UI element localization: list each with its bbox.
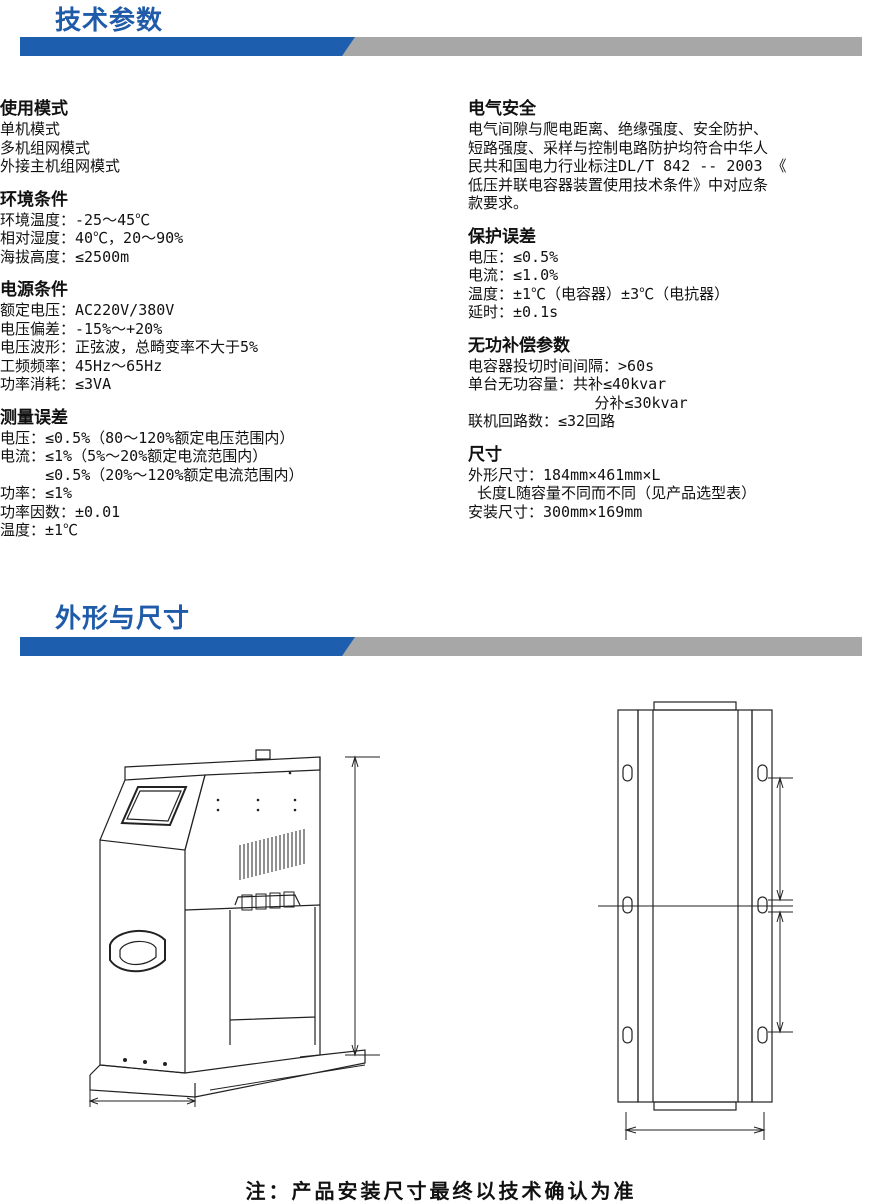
text-line: 安装尺寸：300mm×169mm (468, 502, 643, 521)
text-line: 分补≤30kvar (468, 393, 688, 412)
group-heading: 保护误差 (468, 226, 536, 247)
group-dimensions: 尺寸 外形尺寸：184mm×461mm×L 长度L随容量不同而不同（见产品选型表… (468, 445, 878, 522)
group-power-supply: 电源条件 额定电压：AC220V/380V 电压偏差：-15%～+20% 电压波… (0, 280, 440, 394)
group-heading: 电源条件 (0, 280, 68, 300)
group-measurement-error: 测量误差 电压：≤0.5%（80～120%额定电压范围内） 电流：≤1%（5%～… (0, 408, 440, 540)
cabinet-front-elevation-drawing (598, 701, 793, 1140)
text-line: 环境温度：-25～45℃ (0, 210, 151, 229)
text-line: 联机回路数：≤32回路 (468, 412, 616, 430)
group-heading: 测量误差 (0, 407, 68, 428)
text-line: 电压：≤0.5% (468, 247, 559, 266)
text-line: 外形尺寸：184mm×461mm×L (468, 465, 661, 484)
section-title-outline-dimensions: 外形与尺寸 (55, 604, 191, 634)
cabinet-perspective-drawing (88, 749, 380, 1107)
group-heading: 无功补偿参数 (468, 335, 570, 356)
text-line: 电容器投切时间间隔：>60s (468, 356, 655, 375)
text-line: 款要求。 (468, 194, 529, 212)
text-line: 短路强度、采样与控制电路防护均符合中华人 (468, 138, 769, 157)
text-line: 电压偏差：-15%～+20% (0, 319, 163, 338)
group-reactive-compensation: 无功补偿参数 电容器投切时间间隔：>60s 单台无功容量：共补≤40kvar 分… (468, 336, 878, 431)
text-line: 电流：≤1%（5%～20%额定电流范围内） (0, 447, 268, 465)
section-banner (20, 37, 862, 56)
text-line: 海拔高度：≤2500m (0, 247, 130, 266)
section-title-tech-params: 技术参数 (55, 6, 164, 36)
group-heading: 尺寸 (468, 444, 502, 465)
text-line: 额定电压：AC220V/380V (0, 301, 175, 319)
text-line: 电压波形：正弦波，总畸变率不大于5% (0, 338, 259, 356)
text-line: 功率消耗：≤3VA (0, 375, 112, 393)
text-line: 相对湿度：40℃，20～90% (0, 229, 184, 247)
text-line: 外接主机组网模式 (0, 157, 121, 175)
text-line: 民共和国电力行业标注DL/T 842 -- 2003 《 (468, 157, 787, 175)
text-line: 温度：±1℃（电容器）±3℃（电抗器） (468, 284, 730, 303)
group-usage-mode: 使用模式 单机模式 多机组网模式 外接主机组网模式 (0, 99, 440, 176)
text-line: 功率因数：±0.01 (0, 502, 121, 521)
text-line: 单台无功容量：共补≤40kvar (468, 375, 667, 393)
text-line: 长度L随容量不同而不同（见产品选型表） (468, 484, 757, 502)
left-column: 使用模式 单机模式 多机组网模式 外接主机组网模式 环境条件 环境温度：-25～… (0, 99, 440, 554)
text-line: 电气间隙与爬电距离、绝缘强度、安全防护、 (468, 120, 769, 138)
group-protection-error: 保护误差 电压：≤0.5% 电流：≤1.0% 温度：±1℃（电容器）±3℃（电抗… (468, 227, 878, 322)
section-banner (20, 637, 862, 656)
text-line: 单机模式 (0, 120, 61, 138)
footer-note: 注：产品安装尺寸最终以技术确认为准 (245, 1179, 637, 1203)
text-line: 低压并联电容器装置使用技术条件》中对应条 (468, 175, 769, 194)
group-heading: 使用模式 (0, 99, 68, 119)
text-line: 功率：≤1% (0, 484, 73, 502)
text-line: 延时：±0.1s (468, 303, 559, 321)
text-line: 温度：±1℃ (0, 521, 79, 539)
text-line: 电压：≤0.5%（80～120%额定电压范围内） (0, 428, 295, 447)
group-environment: 环境条件 环境温度：-25～45℃ 相对湿度：40℃，20～90% 海拔高度：≤… (0, 190, 440, 267)
text-line: ≤0.5%（20%～120%额定电流范围内） (0, 465, 304, 484)
right-column: 电气安全 电气间隙与爬电距离、绝缘强度、安全防护、 短路强度、采样与控制电路防护… (468, 99, 878, 535)
text-line: 多机组网模式 (0, 138, 91, 157)
text-line: 工频频率：45Hz～65Hz (0, 356, 163, 375)
text-line: 电流：≤1.0% (468, 266, 559, 284)
group-heading: 环境条件 (0, 189, 68, 210)
group-electrical-safety: 电气安全 电气间隙与爬电距离、绝缘强度、安全防护、 短路强度、采样与控制电路防护… (468, 99, 878, 213)
group-heading: 电气安全 (468, 99, 536, 119)
